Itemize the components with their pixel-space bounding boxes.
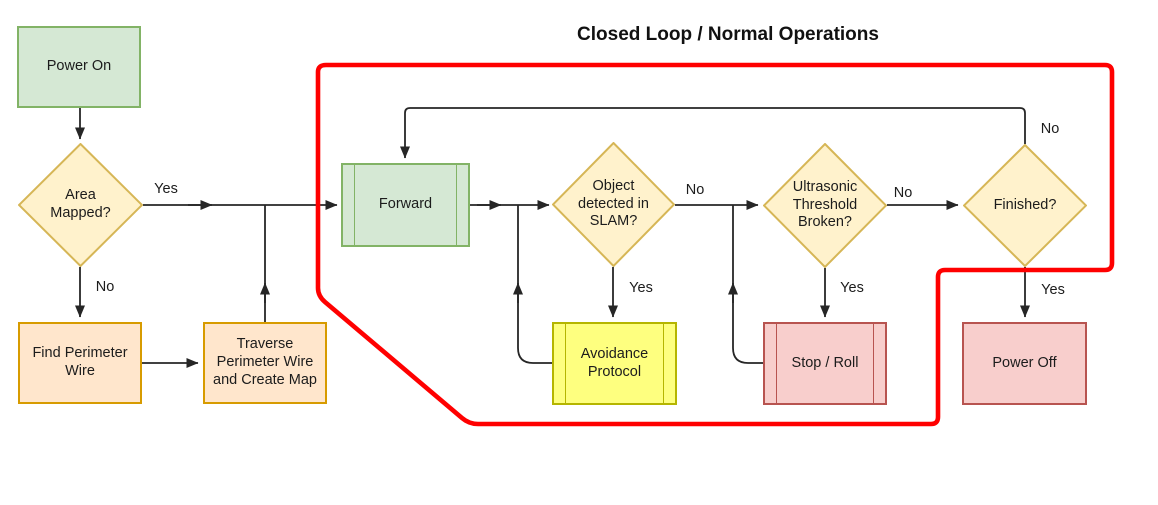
- node-finished: Finished?: [963, 144, 1087, 267]
- diamond-shape: [963, 144, 1087, 267]
- edge-avoidance-feedback: [517, 205, 552, 364]
- node-label: Forward: [378, 196, 433, 213]
- node-object-detected-slam: Object detected in SLAM?: [552, 142, 675, 267]
- edge-finished-forward: [400, 107, 1026, 159]
- edge-label-finished-yes: Yes: [1041, 282, 1065, 298]
- node-forward: Forward: [341, 163, 470, 247]
- edge-label-area-no: No: [95, 279, 115, 295]
- diamond-shape: [763, 143, 887, 268]
- node-power-off: Power Off: [962, 322, 1087, 405]
- node-area-mapped: Area Mapped?: [18, 143, 143, 267]
- node-label: Stop / Roll: [791, 354, 859, 371]
- node-label: Object detected in SLAM?: [578, 177, 649, 230]
- node-label: Power On: [46, 58, 112, 75]
- edge-label-area-yes: Yes: [154, 181, 178, 197]
- node-find-perimeter-wire: Find Perimeter Wire: [18, 322, 142, 404]
- node-stop-roll: Stop / Roll: [763, 322, 887, 405]
- node-ultrasonic-threshold: Ultrasonic Threshold Broken?: [763, 143, 887, 268]
- diamond-shape: [552, 142, 675, 267]
- node-label: Find Perimeter Wire: [32, 345, 128, 379]
- diagram-title: Closed Loop / Normal Operations: [577, 24, 879, 45]
- edge-label-ultrasonic-yes: Yes: [840, 280, 864, 296]
- node-label: Finished?: [993, 196, 1057, 213]
- node-power-on: Power On: [17, 26, 141, 108]
- predefined-process-bars: [565, 324, 664, 403]
- node-label: Traverse Perimeter Wire and Create Map: [213, 336, 317, 388]
- node-label: Ultrasonic Threshold Broken?: [792, 178, 858, 231]
- edge-stoproll-feedback: [732, 205, 763, 364]
- node-label: Power Off: [992, 354, 1057, 371]
- edge-label-ultrasonic-no: No: [893, 185, 913, 201]
- predefined-process-bars: [354, 165, 457, 245]
- node-label: Avoidance Protocol: [580, 345, 649, 380]
- closed-loop-outline: [315, 62, 1115, 427]
- node-traverse-perimeter: Traverse Perimeter Wire and Create Map: [203, 322, 327, 404]
- diamond-shape: [18, 143, 143, 267]
- node-label: Area Mapped?: [50, 187, 111, 221]
- edge-label-object-yes: Yes: [629, 280, 653, 296]
- edge-label-finished-no: No: [1040, 121, 1060, 137]
- predefined-process-bars: [776, 324, 874, 403]
- node-avoidance-protocol: Avoidance Protocol: [552, 322, 677, 405]
- edge-label-object-no: No: [685, 182, 705, 198]
